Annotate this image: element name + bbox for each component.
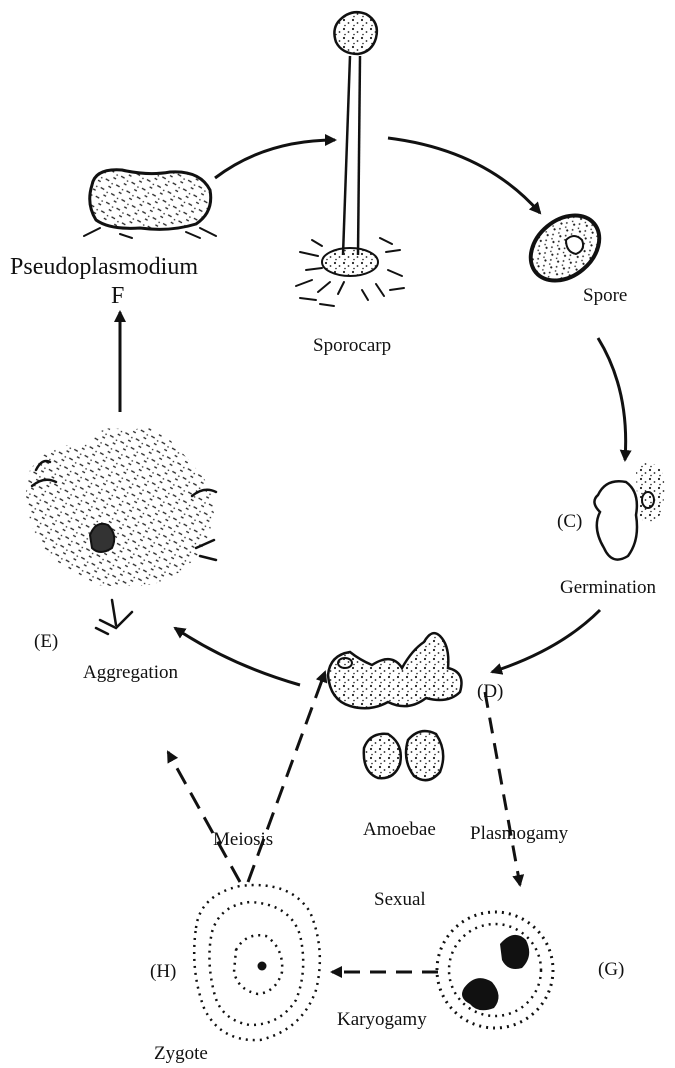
sporocarp-illustration (296, 12, 404, 306)
spore-label: Spore (583, 286, 627, 305)
plasmogamy-label: Plasmogamy (470, 824, 568, 843)
stage-h-label: (H) (150, 962, 176, 981)
aggregation-illustration (26, 428, 216, 635)
arrow-meiosis-to-aggregation (168, 752, 240, 882)
karyogamy-label: Karyogamy (337, 1010, 427, 1029)
arrow-amoebae-to-plasmogamy (485, 692, 520, 885)
meiosis-label: Meiosis (213, 830, 273, 849)
stage-e-label: (E) (34, 632, 58, 651)
stage-c-label: (C) (557, 512, 582, 531)
arrow-sporocarp-to-spore (388, 138, 540, 213)
stage-d-label: (D) (477, 682, 503, 701)
germination-illustration (594, 463, 664, 560)
arrow-pseudoplasmodium-to-sporocarp (215, 140, 335, 178)
plasmogamy-cell-illustration (437, 912, 553, 1028)
zygote-label: Zygote (154, 1044, 208, 1063)
aggregation-label: Aggregation (83, 663, 178, 682)
arrow-germination-to-amoebae (492, 610, 600, 672)
arrow-spore-to-germination (598, 338, 626, 460)
zygote-nucleus (258, 962, 267, 971)
zygote-illustration (194, 885, 320, 1040)
pseudoplasmodium-label: Pseudoplasmodium (10, 255, 198, 279)
arrow-meiosis-to-amoebae (248, 672, 325, 882)
spore-illustration (518, 202, 612, 294)
amoebae-label: Amoebae (363, 820, 436, 839)
sexual-label: Sexual (374, 890, 426, 909)
germination-label: Germination (560, 578, 656, 597)
sporocarp-label: Sporocarp (313, 336, 391, 355)
stage-f-label: F (111, 284, 124, 308)
stage-g-label: (G) (598, 960, 624, 979)
arrow-amoebae-to-aggregation (175, 628, 300, 685)
pseudoplasmodium-illustration (84, 170, 216, 238)
amoebae-illustration (328, 633, 462, 780)
